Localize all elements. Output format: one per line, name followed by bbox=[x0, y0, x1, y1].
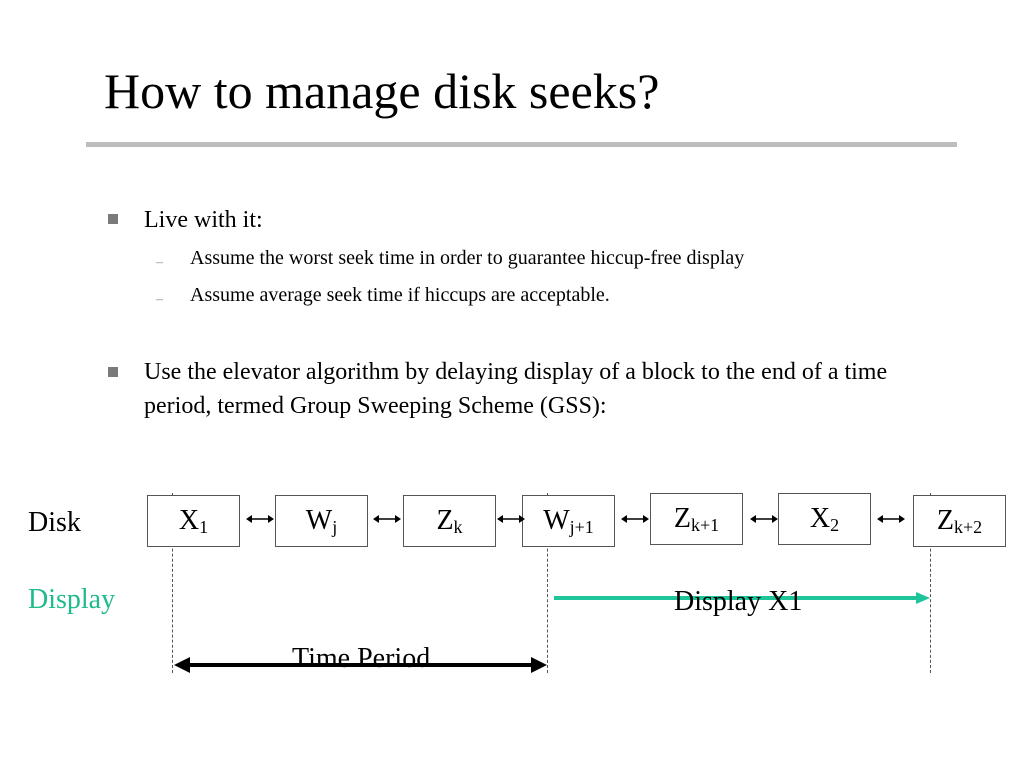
bullet-marker bbox=[108, 214, 118, 224]
seek-arrow bbox=[750, 515, 778, 523]
time-period-label: Time Period bbox=[292, 643, 431, 674]
block-subscript: j bbox=[332, 516, 338, 537]
seek-arrow bbox=[621, 515, 649, 523]
block-base: W bbox=[305, 505, 333, 536]
disk-label: Disk bbox=[28, 507, 81, 538]
slide-title: How to manage disk seeks? bbox=[104, 63, 660, 119]
block-base: X bbox=[178, 505, 200, 536]
sub-bullet-text: Assume the worst seek time in order to g… bbox=[190, 247, 745, 269]
block-base: Z bbox=[436, 505, 454, 536]
display-label: Display bbox=[28, 584, 116, 615]
sub-bullet-dash: – bbox=[156, 255, 163, 270]
period-boundary-line bbox=[172, 493, 173, 673]
seek-arrow bbox=[246, 515, 274, 523]
block-base: X bbox=[809, 503, 831, 534]
block-base: Z bbox=[673, 503, 691, 534]
bullet-text: Live with it: bbox=[144, 207, 263, 233]
seek-arrow bbox=[877, 515, 905, 523]
bullet-marker bbox=[108, 367, 118, 377]
period-boundary-line bbox=[547, 493, 548, 673]
period-boundary-line bbox=[930, 493, 931, 673]
block-base: W bbox=[543, 505, 570, 536]
title-divider bbox=[86, 142, 957, 147]
bullet-text: Use the elevator algorithm by delaying d… bbox=[144, 359, 888, 419]
block-subscript: 1 bbox=[199, 516, 209, 537]
seek-arrow bbox=[497, 515, 525, 523]
seek-arrow bbox=[373, 515, 401, 523]
block-subscript: k+1 bbox=[690, 514, 720, 535]
block-subscript: j+1 bbox=[569, 516, 594, 537]
block-base: Z bbox=[936, 505, 954, 536]
display-x1-label: Display X1 bbox=[674, 586, 803, 617]
block-subscript: 2 bbox=[830, 514, 840, 535]
block-subscript: k+2 bbox=[953, 516, 983, 537]
block-subscript: k bbox=[453, 516, 463, 537]
sub-bullet-text: Assume average seek time if hiccups are … bbox=[190, 284, 610, 306]
sub-bullet-dash: – bbox=[156, 292, 163, 307]
